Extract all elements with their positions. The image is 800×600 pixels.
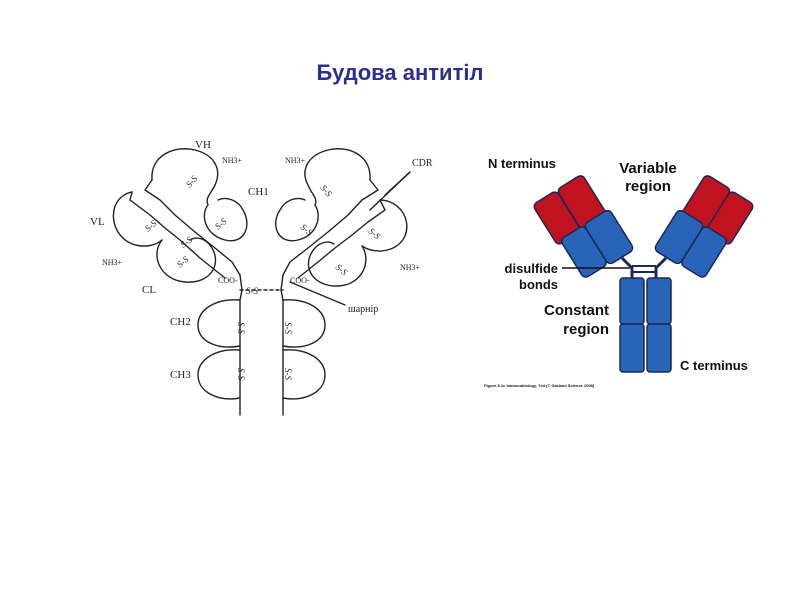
hinge-left — [239, 274, 243, 301]
cl-domain-right — [307, 241, 367, 287]
cl-label: CL — [142, 284, 156, 296]
left-light-chain — [129, 191, 226, 279]
disulfide-label-2: bonds — [519, 277, 558, 292]
hinge-right — [280, 274, 284, 301]
n-terminus-label: N terminus — [488, 156, 556, 171]
nh3-label-1: NH3+ — [222, 156, 243, 165]
nh3-label-2: NH3+ — [102, 258, 123, 267]
ss-bond: S-S — [334, 262, 350, 278]
hinge-connector-right — [654, 256, 668, 278]
nh3-label-3: NH3+ — [285, 156, 306, 165]
vl-domain-right — [361, 199, 408, 252]
variable-region-label-1: Variable — [619, 160, 677, 177]
vh-domain — [151, 148, 219, 206]
ss-bond: S-S — [213, 216, 229, 232]
constant-region-label-2: region — [563, 321, 609, 338]
nh3-label-4: NH3+ — [400, 263, 421, 272]
ch2-domain-right — [282, 299, 326, 348]
ss-bond: S-S — [236, 368, 246, 380]
c-terminus-label: C terminus — [680, 358, 748, 373]
fc-domain-left-upper — [619, 277, 645, 325]
coo-label-1: COO- — [218, 276, 238, 285]
ch2-domain-left — [197, 299, 241, 348]
coo-label-2: COO- — [290, 276, 310, 285]
cl-domain — [156, 237, 217, 283]
ss-bond: S-S — [236, 322, 246, 334]
vh-domain-right — [304, 148, 371, 206]
constant-domain-light-left — [561, 226, 607, 278]
right-antibody-schematic — [533, 175, 754, 373]
ss-bond: S-S — [246, 286, 258, 296]
ss-bond: S-S — [184, 173, 200, 189]
fc-domain-right-lower — [646, 323, 672, 373]
ch3-label: CH3 — [170, 369, 191, 381]
right-labels: N terminus Variable region disulfide bon… — [484, 156, 748, 388]
left-heavy-chain — [144, 179, 241, 276]
figure-caption: Figure 3-1c Immunobiology, 7ed.(© Garlan… — [484, 383, 595, 388]
constant-domain-light-right — [681, 226, 727, 278]
cdr-label: CDR — [412, 158, 433, 169]
ch2-label: CH2 — [170, 316, 191, 328]
vh-label: VH — [195, 139, 211, 151]
ss-bond: S-S — [367, 226, 383, 242]
ch3-domain-right — [282, 349, 326, 400]
ss-bond: S-S — [318, 183, 334, 199]
ch1-domain-left — [203, 197, 248, 242]
ss-bond: S-S — [299, 222, 315, 238]
ch1-label: CH1 — [248, 186, 269, 198]
ch3-domain-left — [197, 349, 241, 400]
left-labels: VH VL CH1 CL CH2 CH3 NH3+ NH3+ NH3+ NH3+… — [90, 139, 433, 381]
cdr-arrow-2 — [369, 171, 411, 211]
ss-bond: S-S — [178, 234, 194, 249]
vl-label: VL — [90, 216, 105, 228]
left-antibody-drawing — [112, 148, 411, 416]
fc-domain-right-upper — [646, 277, 672, 325]
hinge-arrow — [289, 281, 346, 306]
hinge-label: шарнір — [348, 304, 378, 315]
hinge-connector-left — [620, 256, 634, 278]
fc-domain-left-lower — [619, 323, 645, 373]
variable-region-label-2: region — [625, 178, 671, 195]
disulfide-label-1: disulfide — [505, 261, 558, 276]
ss-bond: S-S — [283, 368, 293, 380]
right-light-chain — [297, 199, 386, 279]
ss-bond: S-S — [175, 254, 191, 270]
page-title: Будова антитіл — [316, 60, 484, 85]
ch1-domain-right — [275, 197, 319, 242]
left-disulfide-glyphs: S-S S-S S-S S-S S-S S-S S-S S-S S-S S-S … — [143, 173, 383, 380]
vl-domain — [112, 191, 163, 247]
ss-bond: S-S — [283, 322, 293, 334]
constant-region-label-1: Constant — [544, 302, 609, 319]
right-heavy-chain — [282, 179, 379, 276]
